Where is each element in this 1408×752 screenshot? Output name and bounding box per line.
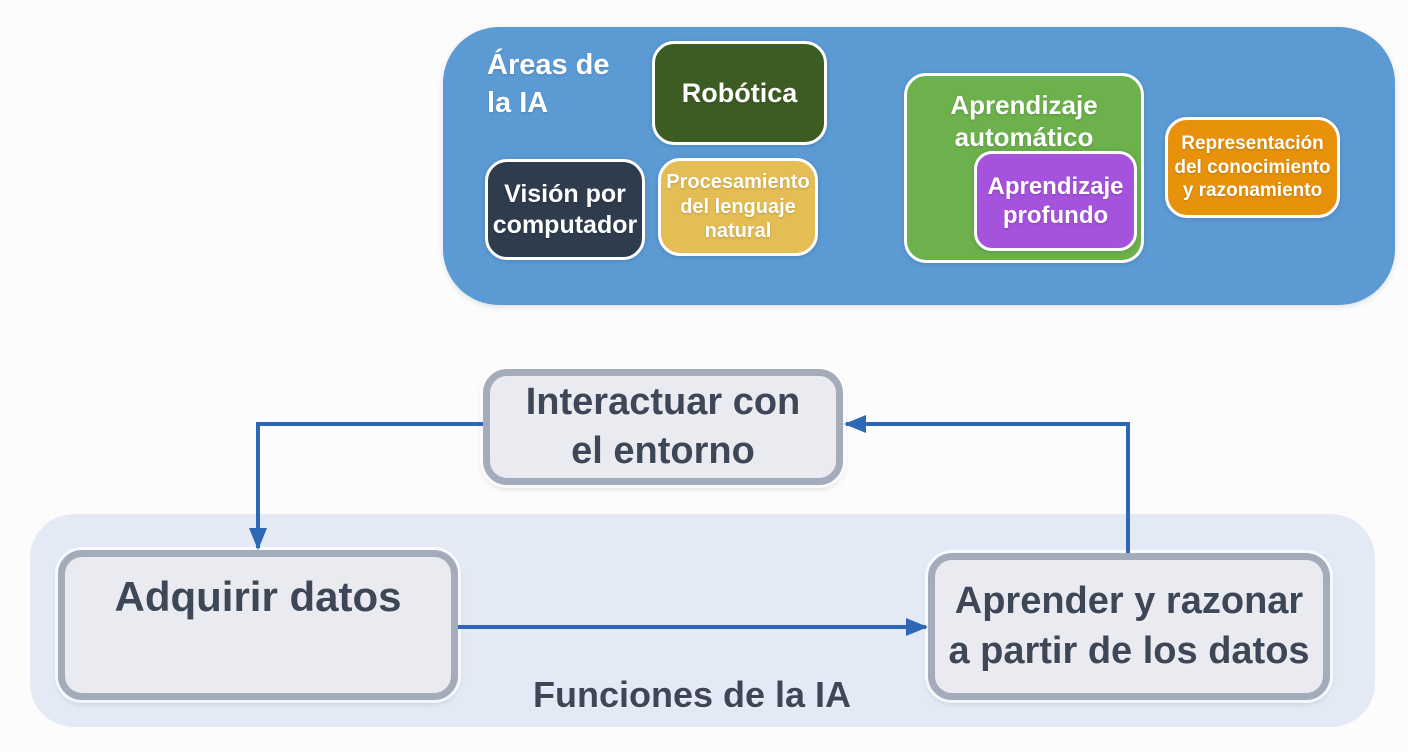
node-interact-with-environment: Interactuar con el entorno (483, 369, 843, 485)
node-learn-and-reason: Aprender y razonar a partir de los datos (928, 553, 1330, 700)
label-line: Interactuar con (525, 380, 801, 423)
label-line: del conocimiento (1174, 156, 1331, 178)
label-line: Procesamiento (666, 171, 810, 194)
label-line: Representación (1181, 132, 1324, 154)
label-line: Visión por (504, 180, 626, 208)
label-line: profundo (1002, 202, 1109, 229)
area-box-machine-learning: Aprendizaje automático Aprendizaje profu… (904, 73, 1144, 263)
label-line: computador (492, 210, 638, 239)
functions-panel-title: Funciones de la IA (532, 674, 852, 715)
label-line: Robótica (681, 77, 798, 108)
areas-of-ai-panel: Áreas de la IA Robótica Visión por compu… (443, 27, 1395, 305)
label-line: natural (704, 220, 772, 243)
title-line: Áreas de (487, 49, 610, 81)
label-line: Aprender y razonar (954, 580, 1304, 623)
area-box-knowledge-representation: Representación del conocimiento y razona… (1165, 117, 1340, 218)
node-acquire-data: Adquirir datos (58, 550, 458, 700)
area-box-robotics: Robótica (652, 41, 827, 145)
label-line: y razonamiento (1182, 180, 1323, 202)
area-box-computer-vision: Visión por computador (485, 159, 645, 260)
label-line: automático (954, 121, 1094, 152)
label-line: el entorno (571, 430, 755, 472)
title-line: la IA (487, 87, 549, 120)
label-line: del lenguaje (680, 195, 796, 218)
area-box-deep-learning: Aprendizaje profundo (974, 151, 1137, 251)
label-line: a partir de los datos (948, 629, 1310, 672)
label-line: Aprendizaje (987, 172, 1124, 200)
label-line: Aprendizaje (950, 90, 1098, 120)
areas-panel-title: Áreas de la IA (487, 46, 657, 123)
label-line: Adquirir datos (114, 573, 402, 620)
area-box-nlp: Procesamiento del lenguaje natural (658, 158, 818, 256)
